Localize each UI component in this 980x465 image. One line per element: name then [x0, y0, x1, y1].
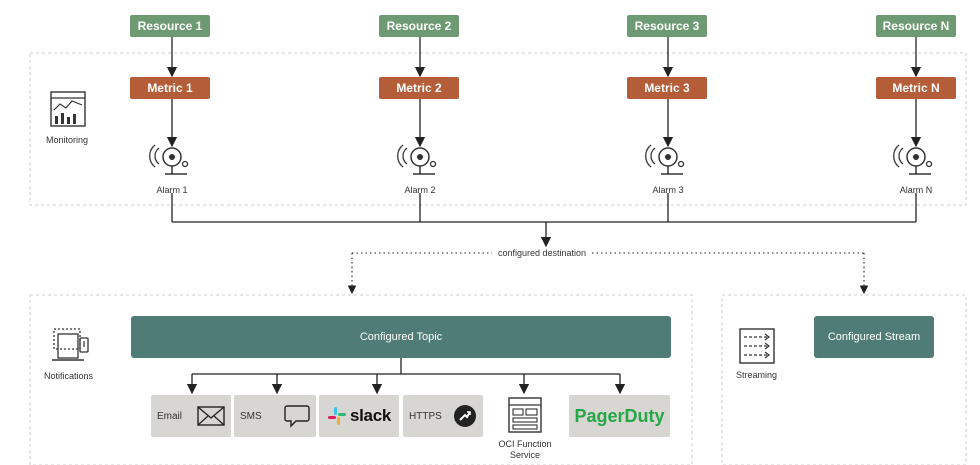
resource-box: Resource N — [876, 15, 956, 37]
slack-target: slack — [319, 395, 399, 437]
metric-box: Metric 3 — [627, 77, 707, 99]
resource-box: Resource 2 — [379, 15, 459, 37]
https-endpoint-icon — [454, 405, 476, 427]
metric-box: Metric N — [876, 77, 956, 99]
slack-label: slack — [349, 406, 392, 425]
alarm-node: Alarm 3 — [643, 136, 693, 195]
chat-bubble-icon — [284, 405, 310, 428]
pagerduty-logo-icon: PagerDuty — [574, 405, 665, 426]
notifications-laptop-icon — [52, 328, 89, 361]
notifications-group: Notifications — [44, 326, 104, 381]
notifications-group-box — [29, 294, 693, 465]
streaming-label: Streaming — [736, 370, 778, 380]
alarm-label: Alarm 1 — [156, 185, 188, 195]
alarm-label: Alarm N — [899, 185, 933, 195]
envelope-icon — [197, 406, 225, 426]
monitoring-group-box — [29, 52, 967, 206]
monitoring-group: Monitoring — [46, 90, 94, 145]
email-target: Email — [151, 395, 231, 437]
alarm-bell-icon — [149, 144, 189, 175]
alarm-node: Alarm 1 — [147, 136, 197, 195]
function-target: OCI Function Service — [496, 396, 554, 461]
email-label: Email — [157, 410, 183, 422]
alarm-bell-icon — [893, 144, 933, 175]
alarm-label: Alarm 3 — [652, 185, 684, 195]
stream-icon — [739, 328, 775, 364]
slack-logo-icon — [327, 407, 346, 425]
resource-box: Resource 1 — [130, 15, 210, 37]
resource-box: Resource 3 — [627, 15, 707, 37]
alarm-node: Alarm N — [891, 136, 941, 195]
alarm-label: Alarm 2 — [404, 185, 436, 195]
monitoring-dashboard-icon — [50, 91, 86, 127]
configured-topic: Configured Topic — [131, 316, 671, 358]
alarm-node: Alarm 2 — [395, 136, 445, 195]
https-label: HTTPS — [409, 410, 442, 422]
notifications-label: Notifications — [44, 371, 94, 381]
configured-stream: Configured Stream — [814, 316, 934, 358]
function-label: OCI Function Service — [498, 439, 552, 460]
function-service-icon — [508, 397, 542, 433]
metric-box: Metric 2 — [379, 77, 459, 99]
sms-label: SMS — [240, 410, 262, 422]
metric-box: Metric 1 — [130, 77, 210, 99]
alarm-bell-icon — [397, 144, 437, 175]
streaming-group-box — [721, 294, 967, 465]
monitoring-label: Monitoring — [46, 135, 89, 145]
https-target: HTTPS — [403, 395, 483, 437]
pagerduty-target: PagerDuty — [569, 395, 670, 437]
configured-destination-label: configured destination — [492, 247, 592, 259]
sms-target: SMS — [234, 395, 316, 437]
streaming-group: Streaming — [736, 327, 786, 380]
alarm-bell-icon — [645, 144, 685, 175]
